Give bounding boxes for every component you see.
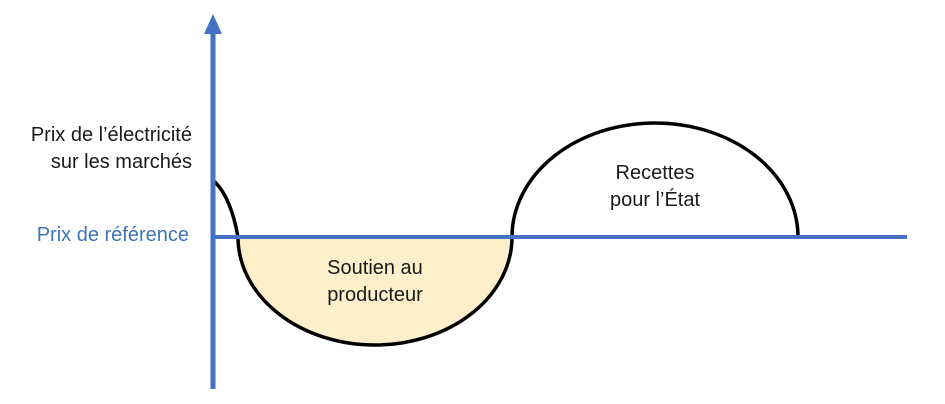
support-label-line1: Soutien au <box>327 257 423 279</box>
support-area <box>238 237 512 345</box>
y-axis-label-line1: Prix de l’électricité <box>30 124 192 146</box>
y-axis-label-line2: sur les marchés <box>50 151 192 173</box>
support-label-line2: producteur <box>327 284 423 306</box>
y-axis-label: Prix de l’électricité sur les marchés <box>31 122 192 176</box>
state-revenue-label-line1: Recettes <box>615 162 695 184</box>
reference-price-label: Prix de référence <box>36 224 189 246</box>
state-revenue-label-line2: pour l’État <box>609 189 701 211</box>
price-curve-peak <box>510 121 800 238</box>
support-label: Soutien au producteur <box>300 255 450 309</box>
price-curve-start-segment <box>213 180 240 239</box>
price-curve-dip <box>236 236 514 347</box>
state-revenue-label: Recettes pour l’État <box>580 160 730 214</box>
y-axis-arrow-icon <box>204 14 222 34</box>
